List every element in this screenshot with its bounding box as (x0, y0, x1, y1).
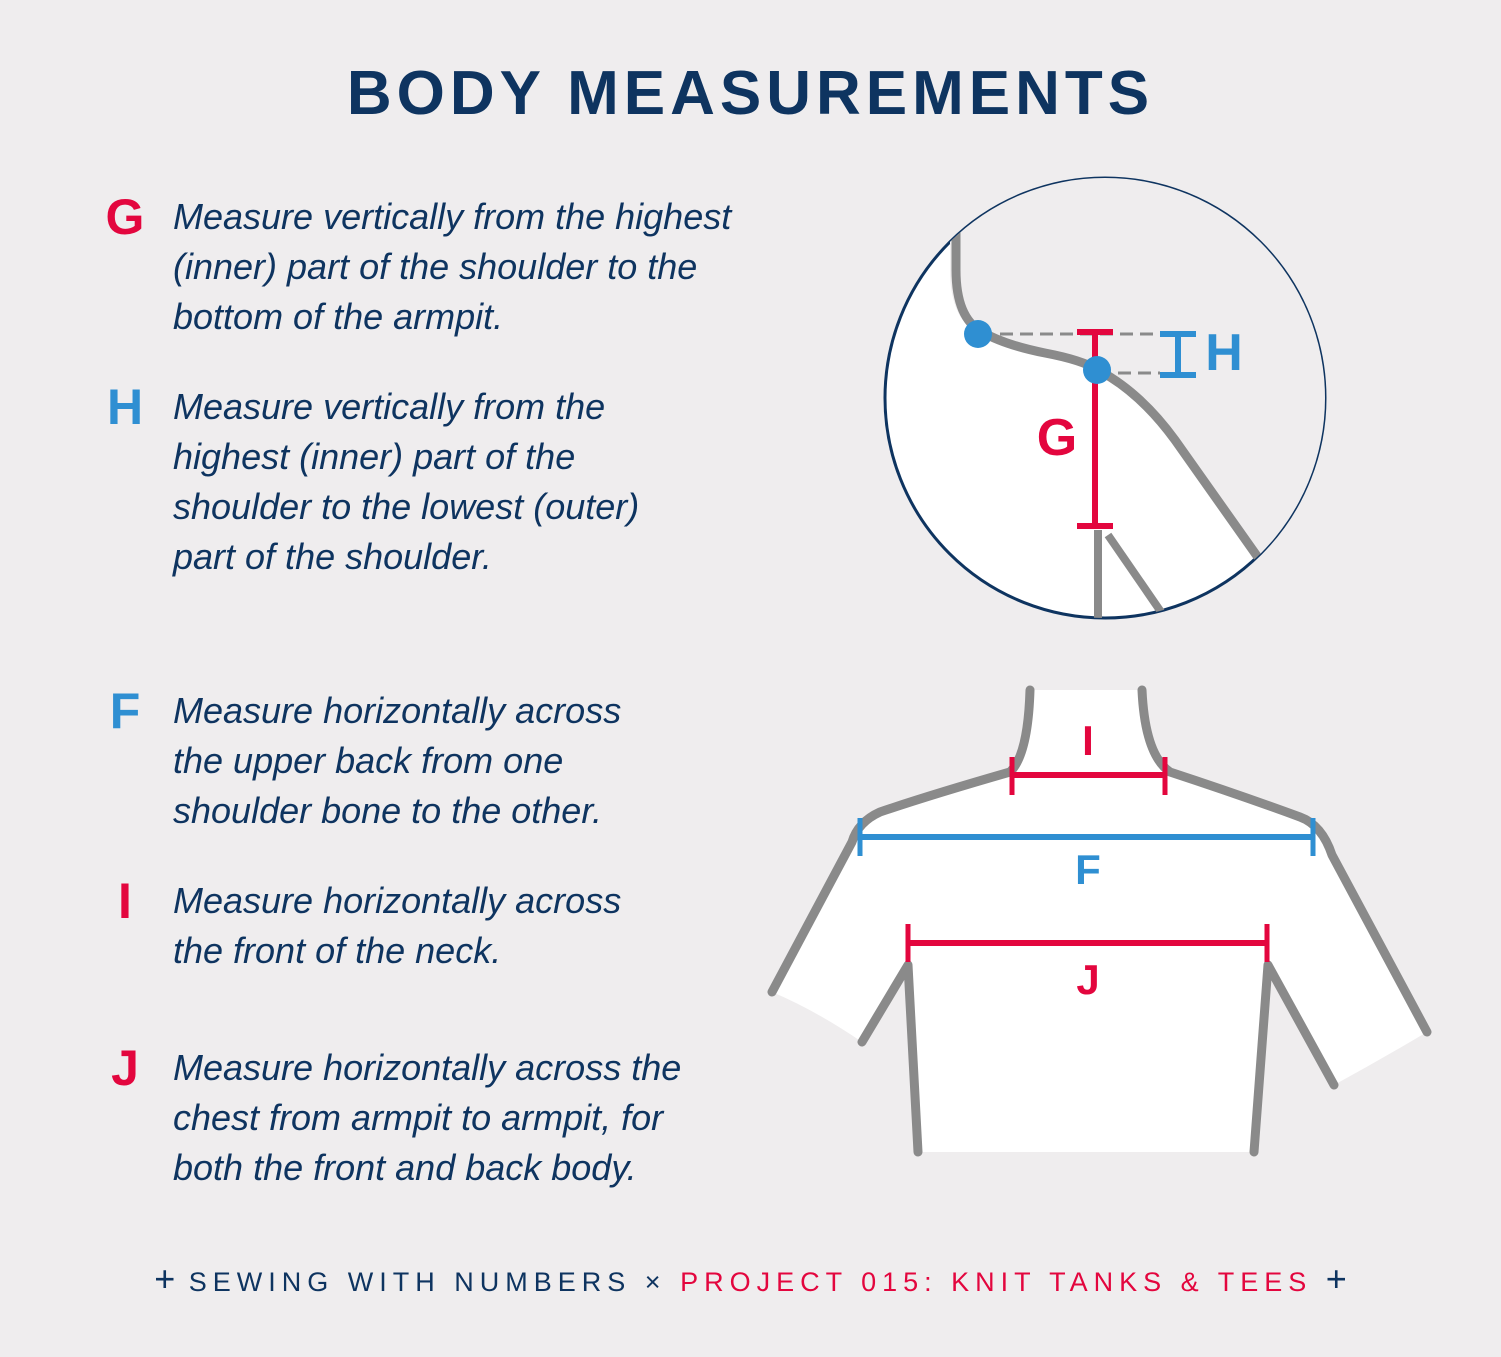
instruction-letter: J (111, 1040, 139, 1096)
instruction-letter: F (109, 683, 141, 739)
inner-shoulder-point (964, 320, 992, 348)
plus-icon: + (154, 1258, 176, 1299)
page-title: BODY MEASUREMENTS (346, 59, 1155, 128)
instruction-text: Measure horizontally across the chest fr… (173, 1047, 682, 1188)
instruction-text: Measure vertically from the highest (inn… (173, 196, 732, 337)
footer-project: PROJECT 015: KNIT TANKS & TEES (680, 1267, 1313, 1297)
right-neck-shoulder-outline (1137, 685, 1432, 1037)
h-label: H (1205, 324, 1243, 382)
background-shape (950, 178, 1325, 618)
left-arm-torso-outline (857, 960, 923, 1157)
instruction-letter: I (118, 873, 132, 929)
footer-separator: × (644, 1267, 667, 1297)
f-label: F (1075, 846, 1101, 893)
instruction-text: Measure horizontally across the upper ba… (173, 690, 622, 831)
footer-series: SEWING WITH NUMBERS (188, 1267, 632, 1297)
j-label: J (1076, 956, 1099, 1003)
shoulder-closeup-diagram: G H (883, 176, 1327, 620)
instruction-letter: H (106, 379, 144, 435)
upper-body-diagram: I F J (767, 685, 1432, 1157)
outer-shoulder-point (1083, 356, 1111, 384)
plus-icon: + (1325, 1258, 1347, 1299)
right-arm-torso-outline (1249, 960, 1339, 1157)
g-label: G (1037, 409, 1077, 467)
instruction-text: Measure vertically from the highest (inn… (173, 386, 640, 577)
footer: + SEWING WITH NUMBERS × PROJECT 015: KNI… (0, 1258, 1501, 1300)
shoulder-outline (951, 225, 1262, 561)
torso-line (1104, 532, 1174, 618)
instruction-letter: G (105, 189, 145, 245)
instruction-text: Measure horizontally across the front of… (173, 880, 622, 971)
left-neck-shoulder-outline (767, 685, 1035, 997)
i-label: I (1082, 717, 1094, 764)
